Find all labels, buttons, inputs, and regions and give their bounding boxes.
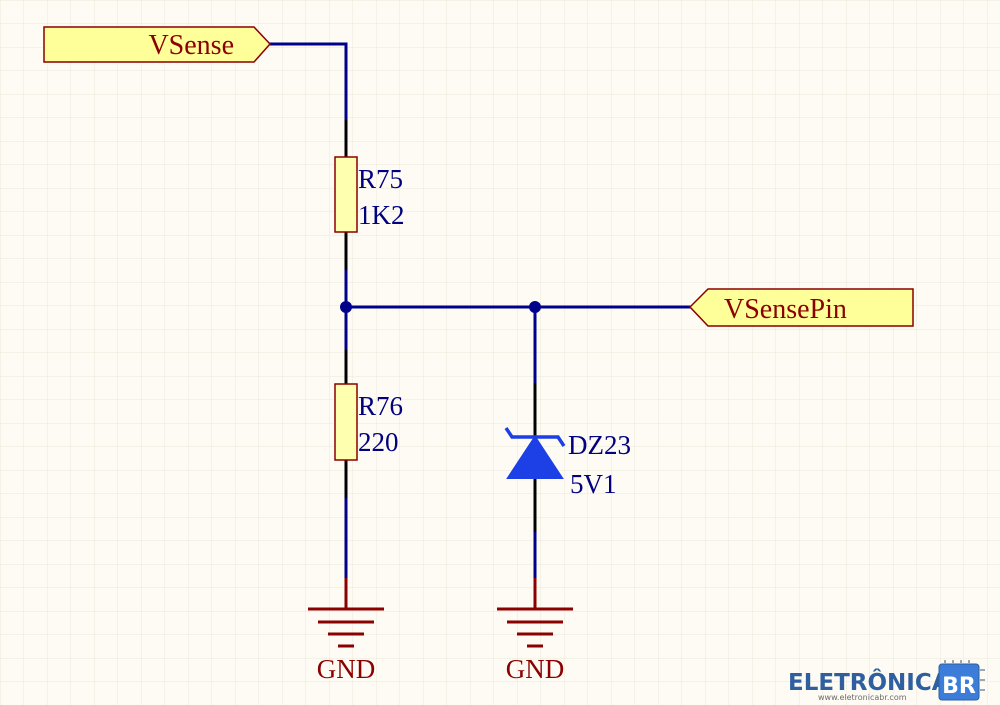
port-vsense-label: VSense	[148, 30, 234, 61]
gnd-right-label: GND	[506, 654, 565, 684]
r75-designator: R75	[358, 164, 403, 194]
zener-diode-dz23[interactable]: DZ23 5V1	[504, 427, 631, 499]
gnd-symbol-right[interactable]: GND	[497, 578, 573, 684]
r75-value: 1K2	[358, 200, 405, 230]
port-vsensepin-shape	[688, 288, 914, 327]
r76-body	[334, 383, 358, 461]
gnd-symbol-left[interactable]: GND	[308, 578, 384, 684]
dz23-triangle	[506, 435, 564, 479]
dz23-value: 5V1	[570, 469, 617, 499]
ground-icon	[497, 578, 573, 648]
pin-stubs	[344, 120, 537, 532]
dz23-cathode-bar	[504, 427, 566, 447]
r75-body	[334, 156, 358, 233]
port-vsense-shape	[43, 26, 272, 63]
dz23-designator: DZ23	[568, 430, 631, 460]
r76-value: 220	[358, 427, 399, 457]
wire-vsense	[268, 42, 348, 122]
port-vsense[interactable]: VSense	[43, 26, 272, 63]
port-vsensepin[interactable]: VSensePin	[688, 288, 914, 327]
watermark: ELETRÔNICA BR www.eletronicabr.com	[788, 660, 985, 702]
port-vsensepin-label: VSensePin	[724, 294, 847, 325]
junction-dot-left	[340, 301, 352, 313]
watermark-badge: BR	[942, 674, 976, 699]
watermark-brand: ELETRÔNICA	[788, 668, 950, 696]
watermark-url: www.eletronicabr.com	[818, 693, 907, 702]
resistor-r75[interactable]: R75 1K2	[334, 156, 405, 233]
junction-dot-right	[529, 301, 541, 313]
wires	[268, 42, 692, 580]
chip-logo-icon: BR	[938, 660, 985, 701]
ground-icon	[308, 578, 384, 648]
gnd-left-label: GND	[317, 654, 376, 684]
resistor-r76[interactable]: R76 220	[334, 383, 403, 461]
r76-designator: R76	[358, 391, 403, 421]
